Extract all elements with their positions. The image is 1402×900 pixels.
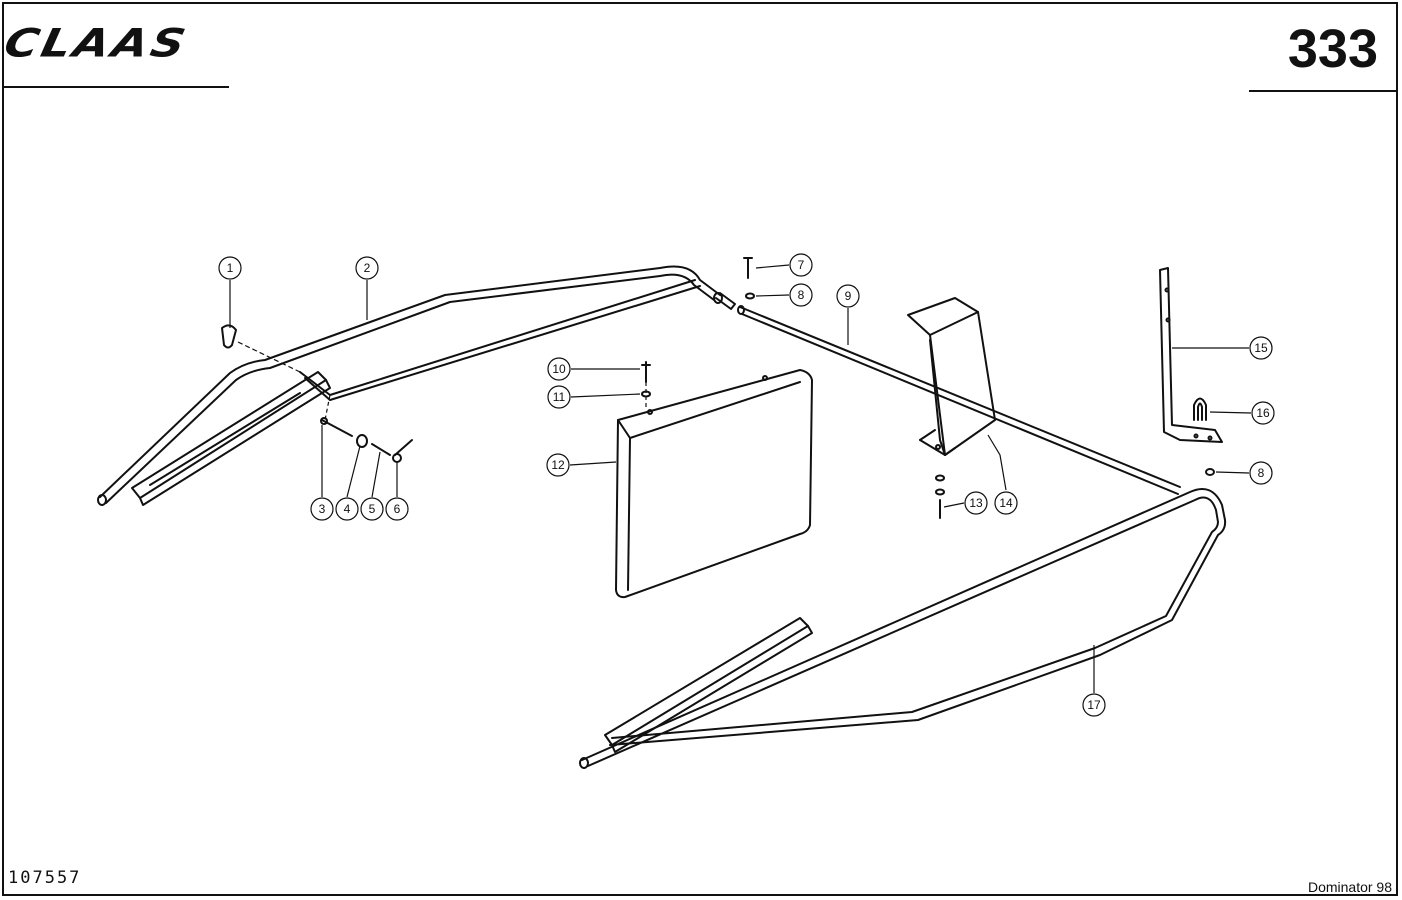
svg-text:2: 2 <box>364 261 371 275</box>
svg-text:5: 5 <box>369 502 376 516</box>
svg-text:10: 10 <box>552 362 566 376</box>
right-angle-rail <box>604 617 813 753</box>
svg-text:6: 6 <box>394 502 401 516</box>
left-angle-rail <box>131 371 331 506</box>
right-tube-frame <box>579 488 1227 769</box>
svg-text:15: 15 <box>1254 341 1268 355</box>
cross-tube <box>737 305 1181 495</box>
cover-plate <box>615 369 813 599</box>
svg-text:16: 16 <box>1256 406 1270 420</box>
callout-16: 16 <box>1251 401 1275 425</box>
svg-text:1: 1 <box>227 261 234 275</box>
svg-text:9: 9 <box>845 289 852 303</box>
svg-text:7: 7 <box>798 258 805 272</box>
logo-underline <box>2 86 229 88</box>
svg-text:8: 8 <box>1258 466 1265 480</box>
svg-text:14: 14 <box>999 496 1013 510</box>
left-tube-frame <box>97 265 736 506</box>
svg-text:3: 3 <box>319 502 326 516</box>
callout-3: 3 <box>310 497 334 521</box>
page-number-underline <box>1249 90 1398 92</box>
callout-10: 10 <box>547 357 571 381</box>
svg-text:13: 13 <box>969 496 983 510</box>
callout-13: 13 <box>964 491 988 515</box>
model-name: Dominator 98 <box>1307 879 1392 895</box>
callout-17: 17 <box>1082 693 1106 717</box>
callout-8a: 8 <box>789 283 813 307</box>
svg-text:11: 11 <box>553 390 566 404</box>
callout-9: 9 <box>836 284 860 308</box>
u-bolt <box>1193 397 1207 421</box>
drawing-number: 107557 <box>8 868 82 888</box>
callout-6: 6 <box>385 497 409 521</box>
hardware <box>221 257 1215 519</box>
callout-15: 15 <box>1249 336 1273 360</box>
svg-text:4: 4 <box>344 502 351 516</box>
support-strap <box>1159 267 1223 443</box>
callout-11: 11 <box>547 385 571 409</box>
svg-text:17: 17 <box>1087 698 1101 712</box>
svg-text:8: 8 <box>798 288 805 302</box>
svg-text:12: 12 <box>551 458 565 472</box>
callout-5: 5 <box>360 497 384 521</box>
page-number: 333 <box>1287 19 1378 79</box>
callout-2: 2 <box>355 256 379 280</box>
callout-4: 4 <box>335 497 359 521</box>
mount-bracket <box>907 297 996 456</box>
callout-7: 7 <box>789 253 813 277</box>
callout-1: 1 <box>218 256 242 280</box>
callout-8b: 8 <box>1249 461 1273 485</box>
callout-12: 12 <box>546 453 570 477</box>
callout-14: 14 <box>994 491 1018 515</box>
